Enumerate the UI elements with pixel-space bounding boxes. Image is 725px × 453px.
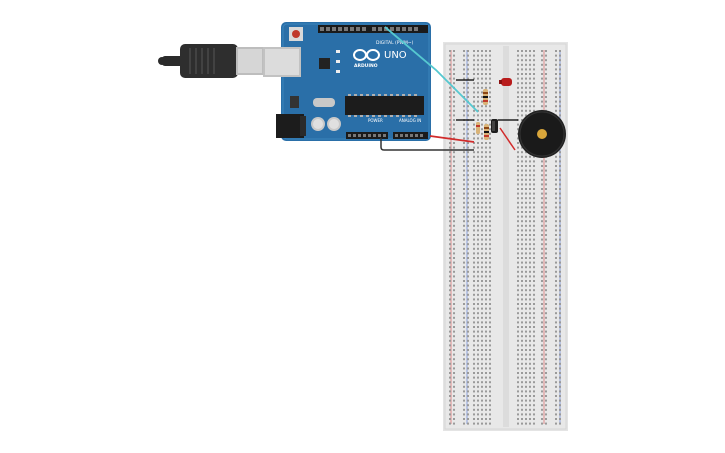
resistor-small[interactable] [476, 122, 480, 134]
crystal [313, 98, 335, 107]
digital-header [318, 25, 428, 33]
resistor[interactable] [484, 124, 489, 140]
red-led[interactable] [499, 78, 512, 86]
usb-cable[interactable] [158, 44, 264, 78]
signal-wire[interactable] [384, 26, 479, 113]
breadboard[interactable] [443, 42, 568, 431]
power-header [346, 132, 388, 139]
npn-transistor[interactable] [491, 119, 498, 133]
digital-label: DIGITAL (PWM~) [376, 40, 414, 46]
power-jack [276, 114, 304, 138]
usb-chip [319, 58, 330, 69]
board-model: UNO [384, 50, 407, 61]
board-logo-text: ARDUINO [354, 63, 378, 69]
power-label: POWER [368, 118, 383, 123]
analog-label: ANALOG IN [399, 118, 421, 123]
buzzer-center-icon [537, 129, 547, 139]
resistor[interactable] [483, 89, 488, 105]
center-channel [503, 46, 509, 427]
arduino-logo-icon [353, 49, 380, 61]
microcontroller-chip [345, 96, 424, 115]
power-wire[interactable] [429, 135, 475, 143]
buzzer-wire[interactable] [499, 127, 516, 151]
arduino-uno-board[interactable]: DIGITAL (PWM~) UNO ARDUINO [263, 22, 431, 141]
analog-header [393, 132, 428, 139]
piezo-buzzer[interactable] [518, 110, 566, 158]
ground-wire[interactable] [380, 138, 474, 151]
